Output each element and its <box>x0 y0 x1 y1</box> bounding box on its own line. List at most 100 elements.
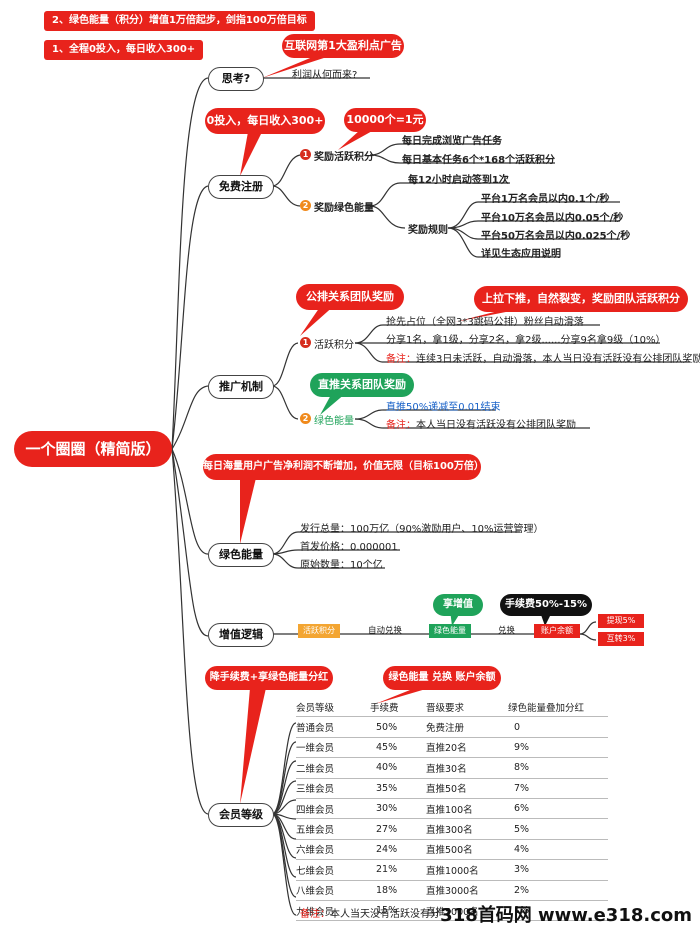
callout-exchange-rate: 10000个=1元 <box>344 108 426 132</box>
callout-green-value: 每日海量用户广告净利润不断增加，价值无限（目标100万倍） <box>203 454 484 480</box>
free-rule-1: 平台1万名会员以内0.1个/秒 <box>481 194 610 205</box>
free-rules-label: 奖励规则 <box>408 225 448 236</box>
table-cell: 18% <box>370 880 426 901</box>
table-cell: 50% <box>370 716 426 738</box>
table-cell: 27% <box>370 818 426 840</box>
flow-green-energy: 绿色能量 <box>429 624 471 638</box>
table-cell: 21% <box>370 859 426 881</box>
top-tag-goal: 2、绿色能量（积分）增值1万倍起步，剑指100万倍目标 <box>44 11 315 31</box>
table-cell: 30% <box>370 798 426 820</box>
table-cell: 3% <box>508 859 608 881</box>
free-rule-3: 平台50万名会员以内0.025个/秒 <box>481 231 631 242</box>
note-text: 连续3日未活跃，自动滑落，本人当日没有活跃没有公排团队奖励 <box>416 354 700 365</box>
free-rule-2: 平台10万名会员以内0.05个/秒 <box>481 213 624 224</box>
promo-branch1-note: 备注：连续3日未活跃，自动滑落，本人当日没有活跃没有公排团队奖励 <box>386 350 700 365</box>
promo-branch2-item: 直推50%递减至0.01结束 <box>386 402 501 413</box>
node-promotion: 推广机制 <box>208 375 274 399</box>
table-header-row: 会员等级 手续费 晋级要求 绿色能量叠加分红 <box>296 697 608 718</box>
table-cell: 直推3000名 <box>426 880 508 901</box>
callout-direct-team: 直推关系团队奖励 <box>310 373 414 397</box>
callout-member-exchange: 绿色能量 兑换 账户余额 <box>383 666 501 690</box>
root-node: 一个圈圈（精简版） <box>14 431 172 467</box>
table-cell: 八维会员 <box>296 880 370 901</box>
table-cell: 二维会员 <box>296 757 370 779</box>
col-header-requirement: 晋级要求 <box>426 697 508 718</box>
note-label: 备注： <box>386 354 416 365</box>
promo-branch2-label: 绿色能量 <box>314 416 354 427</box>
callout-public-team: 公排关系团队奖励 <box>296 284 404 310</box>
col-header-fee: 手续费 <box>370 697 426 718</box>
note-text: 本人当天没有活跃没有分 <box>330 909 440 920</box>
table-cell: 直推20名 <box>426 737 508 759</box>
table-cell: 五维会员 <box>296 818 370 840</box>
promo-branch2-note: 备注：本人当日没有活跃没有公排团队奖励 <box>386 416 576 431</box>
table-cell: 直推1000名 <box>426 859 508 881</box>
free-branch1-item2: 每日基本任务6个*168个活跃积分 <box>402 155 556 166</box>
think-question: 利润从何而来? <box>292 70 358 81</box>
table-cell: 8% <box>508 757 608 779</box>
green-item-3: 原始数量：10个亿 <box>300 560 383 571</box>
free-branch2-label: 奖励绿色能量 <box>314 203 374 214</box>
node-green-energy: 绿色能量 <box>208 543 274 567</box>
table-cell: 0 <box>508 716 608 738</box>
table-cell: 六维会员 <box>296 839 370 861</box>
free-branch1-label: 奖励活跃积分 <box>314 152 374 163</box>
green-item-1: 发行总量：100万亿（90%激励用户、10%运营管理） <box>300 524 544 535</box>
callout-value-add: 享增值 <box>433 594 483 616</box>
callout-member-benefit: 降手续费+享绿色能量分红 <box>205 666 333 690</box>
table-cell: 4% <box>508 839 608 861</box>
table-cell: 40% <box>370 757 426 779</box>
flow-account-balance: 账户余额 <box>534 624 580 638</box>
table-cell: 45% <box>370 737 426 759</box>
table-cell: 普通会员 <box>296 716 370 738</box>
note-label: 备注： <box>386 420 416 431</box>
promo-branch1-label: 活跃积分 <box>314 340 354 351</box>
table-cell: 七维会员 <box>296 859 370 881</box>
free-branch1-item1: 每日完成浏览广告任务 <box>402 136 502 147</box>
table-cell: 2% <box>508 880 608 901</box>
col-header-level: 会员等级 <box>296 697 370 718</box>
table-cell: 九维会员 <box>296 900 370 922</box>
promo-branch1-item2: 分享1名，拿1级，分享2名，拿2级......分享9名拿9级（10%） <box>386 335 666 346</box>
table-cell: 免费注册 <box>426 716 508 738</box>
callout-ad-profit: 互联网第1大盈利点广告 <box>282 34 404 58</box>
note-label: 备注： <box>300 909 330 920</box>
table-cell: 35% <box>370 778 426 799</box>
node-think: 思考? <box>208 67 264 91</box>
node-member-level: 会员等级 <box>208 803 274 827</box>
table-cell: 直推300名 <box>426 818 508 840</box>
node-value-logic: 增值逻辑 <box>208 623 274 647</box>
table-cell: 直推50名 <box>426 778 508 799</box>
table-cell: 三维会员 <box>296 778 370 799</box>
table-cell: 一维会员 <box>296 737 370 759</box>
table-cell: 9% <box>508 737 608 759</box>
table-cell: 四维会员 <box>296 798 370 820</box>
badge-num-1: 1 <box>300 149 311 160</box>
table-cell: 15% <box>370 900 426 922</box>
table-cell: 7% <box>508 778 608 799</box>
watermark-text: 318首码网 www.e318.com <box>440 905 692 926</box>
table-cell: 24% <box>370 839 426 861</box>
top-tag-income: 1、全程0投入，每日收入300+ <box>44 40 204 60</box>
callout-zero-invest: 0投入，每日收入300+ <box>205 108 325 134</box>
table-cell: 直推500名 <box>426 839 508 861</box>
flow-exchange: 兑换 <box>498 626 516 636</box>
note-text: 本人当日没有活跃没有公排团队奖励 <box>416 420 576 431</box>
free-rule-4: 详见生态应用说明 <box>481 249 561 260</box>
callout-fission: 上拉下推，自然裂变，奖励团队活跃积分 <box>474 286 688 312</box>
callout-fee: 手续费50%-15% <box>500 594 592 616</box>
promo-branch1-item1: 抢先占位（全网3*3跳码公排）粉丝自动滑落 <box>386 317 584 328</box>
table-cell: 6% <box>508 798 608 820</box>
